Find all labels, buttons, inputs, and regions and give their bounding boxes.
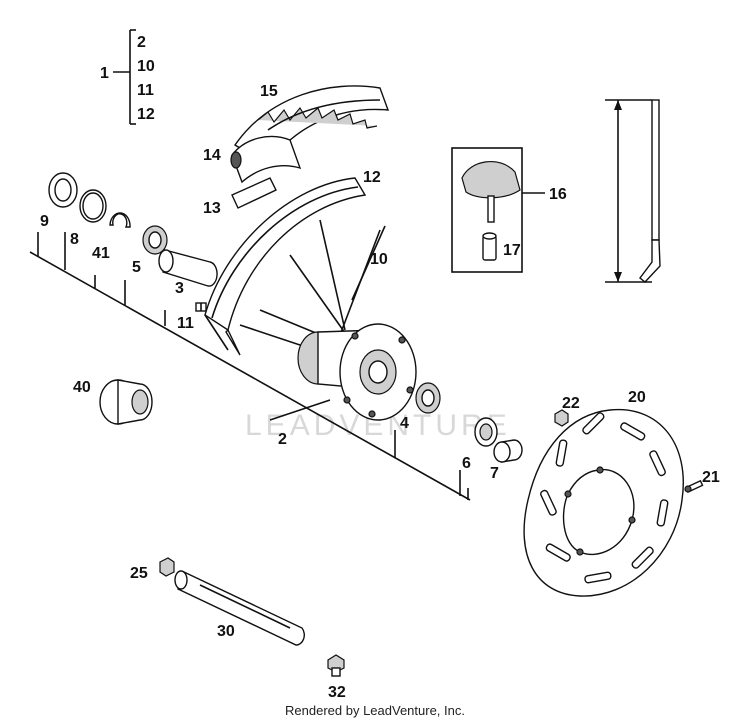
rim-band-part [231, 177, 277, 209]
callout-22: 22 [562, 395, 580, 412]
valve-box [451, 147, 523, 273]
callout-41: 41 [92, 245, 110, 262]
spoke-length-part [605, 99, 661, 283]
callout-40: 40 [73, 379, 91, 396]
callout-2: 2 [278, 431, 287, 448]
seal-6-part [474, 417, 498, 447]
rim-part [204, 177, 367, 356]
callout-9: 9 [40, 213, 49, 230]
group-label: 1 [100, 65, 109, 82]
callout-12: 12 [363, 169, 381, 186]
spacer-7-part [493, 439, 523, 463]
circlip-41-part [109, 212, 131, 228]
callout-20: 20 [628, 389, 646, 406]
hub-part [297, 323, 417, 421]
ring-8-part [79, 189, 107, 223]
nut-22-part [554, 409, 569, 427]
callout-21: 21 [702, 469, 720, 486]
group-item-4: 12 [137, 106, 155, 123]
leader-lines-left [29, 232, 471, 501]
callout-15: 15 [260, 83, 278, 100]
seal-9-part [48, 172, 78, 208]
footer-credit: Rendered by LeadVenture, Inc. [285, 703, 465, 718]
group-bracket: 1 2 10 11 12 [100, 29, 155, 125]
callout-10: 10 [370, 251, 388, 268]
callout-32: 32 [328, 684, 346, 701]
callout-6: 6 [462, 455, 471, 472]
callout-7: 7 [490, 465, 499, 482]
nipple-11-part [195, 302, 207, 312]
callout-16: 16 [549, 186, 567, 203]
group-item-1: 2 [137, 34, 146, 51]
callout-8: 8 [70, 231, 79, 248]
spacer-40-part [99, 379, 153, 425]
nut-25-part [159, 557, 175, 577]
bolt-32-part [327, 654, 345, 677]
callout-5: 5 [132, 259, 141, 276]
bearing-5-part [142, 225, 168, 255]
group-item-2: 10 [137, 58, 155, 75]
bolt-21-part [684, 479, 704, 494]
callout-4: 4 [400, 415, 409, 432]
axle-30-part [174, 570, 305, 646]
spacer-3-part [158, 249, 218, 287]
valve-16-part [461, 160, 521, 223]
callout-11: 11 [177, 315, 194, 332]
callout-13: 13 [203, 200, 221, 217]
group-item-3: 11 [137, 82, 154, 99]
callout-25: 25 [130, 565, 148, 582]
valve-cap-17-part [482, 232, 497, 261]
bearing-4-part [415, 382, 441, 414]
inner-tube-part [230, 135, 302, 184]
brake-disc-part [523, 408, 684, 597]
callout-3: 3 [175, 280, 184, 297]
leader-2 [269, 399, 331, 421]
callout-17: 17 [503, 242, 521, 259]
callout-30: 30 [217, 623, 235, 640]
callout-14: 14 [203, 147, 221, 164]
